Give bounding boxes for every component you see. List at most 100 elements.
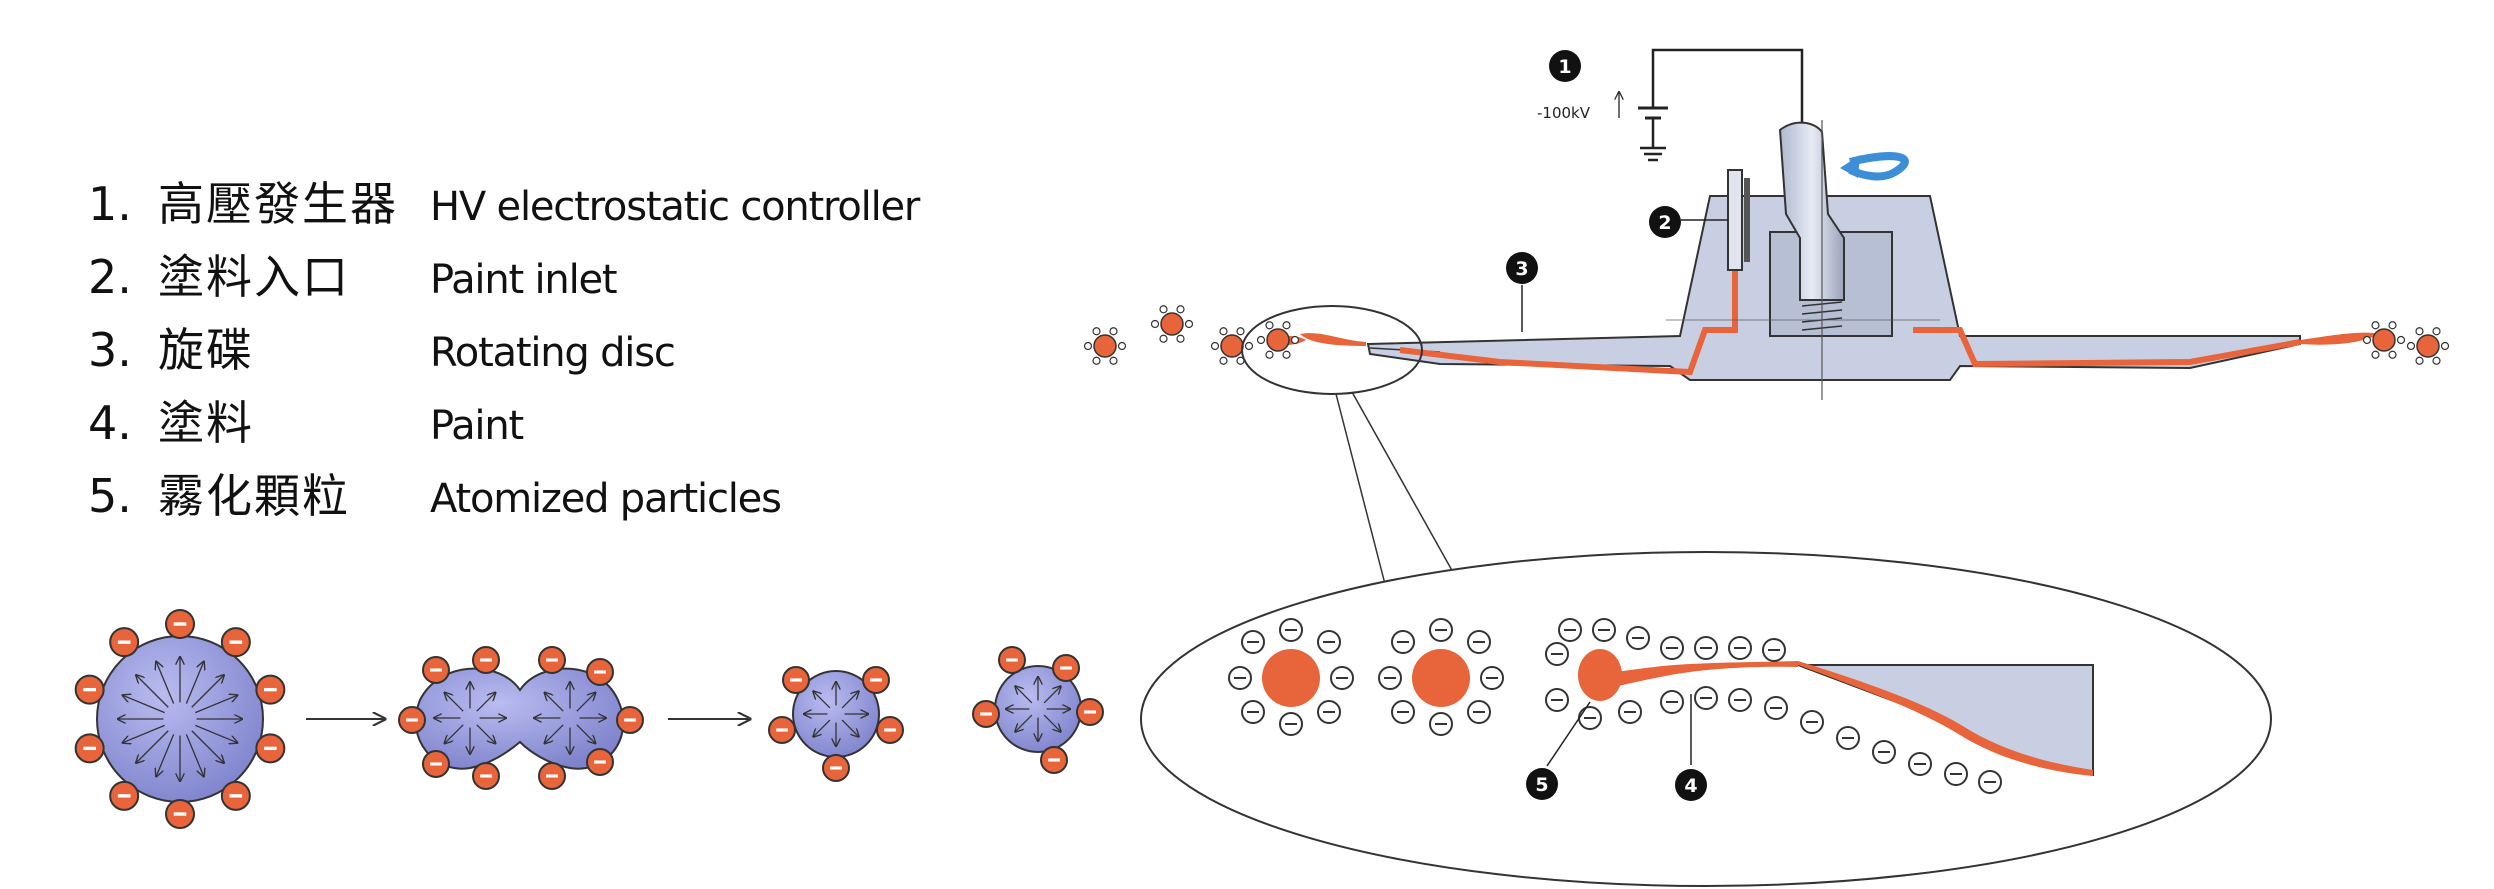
charge-bead: [472, 762, 500, 790]
hv-wire: [1651, 48, 1804, 130]
zoom-connector-right: [1351, 391, 1455, 575]
tiny-droplet: [1093, 334, 1117, 358]
force-arrow-icon: [195, 724, 237, 742]
tiny-ion: [1219, 356, 1228, 365]
charge-bead: [538, 646, 566, 674]
marker-3-label: 3: [1515, 258, 1528, 280]
force-arrow-icon: [191, 730, 224, 763]
tiny-ion: [1290, 335, 1300, 345]
legend-english-label: HV electrostatic controller: [430, 184, 920, 230]
charge-bead: [109, 627, 140, 658]
negative-ion: [1660, 636, 1684, 660]
force-arrow-icon: [841, 719, 859, 737]
force-arrow-icon: [1043, 714, 1061, 732]
negative-ion: [1694, 686, 1718, 710]
tiny-ion: [1109, 327, 1118, 336]
tiny-ion: [1117, 341, 1127, 351]
spindle: [1666, 120, 1940, 400]
negative-ion: [1467, 630, 1491, 654]
negative-ion: [1317, 630, 1341, 654]
tiny-ion: [1256, 335, 1266, 345]
force-arrow-icon: [122, 724, 165, 742]
negative-ion: [1241, 630, 1265, 654]
negative-ion: [1908, 752, 1932, 776]
marker-3-group: 3: [1506, 252, 1538, 332]
atomized-particle: [1412, 649, 1470, 707]
charge-bead: [822, 754, 850, 782]
negative-ion: [1872, 740, 1896, 764]
negative-ion: [1279, 712, 1303, 736]
charge-bead: [165, 799, 195, 829]
tiny-droplet: [2372, 328, 2396, 352]
charge-bead: [220, 780, 251, 811]
charge-bead: [220, 627, 251, 658]
negative-ion: [1764, 696, 1788, 720]
negative-ion: [1391, 700, 1415, 724]
tiny-ion: [2415, 356, 2424, 365]
tiny-ion: [2432, 327, 2441, 336]
legend-chinese-label: 霧化顆粒: [158, 469, 350, 523]
force-arrow-icon: [195, 695, 237, 714]
legend-english-label: Paint: [430, 403, 524, 449]
marker-4-label: 4: [1684, 775, 1697, 797]
negative-ion: [1944, 762, 1968, 786]
negative-ion: [1429, 712, 1453, 736]
negative-ion: [1279, 618, 1303, 642]
charge-bead: [422, 750, 450, 778]
paint-path: [1270, 262, 2380, 376]
tiny-ion: [1159, 305, 1168, 314]
force-arrow-icon: [445, 724, 464, 744]
atomized-particle: [1262, 649, 1320, 707]
force-arrow-icon: [576, 693, 596, 712]
legend-number: 2.: [88, 250, 132, 304]
paint-inlet: 2: [1649, 169, 1750, 271]
legend-chinese-label: 高壓發生器: [158, 177, 398, 231]
negative-ion: [1480, 666, 1504, 690]
negative-ion: [1545, 642, 1569, 666]
charge-bead: [255, 674, 286, 705]
force-arrow-icon: [1043, 686, 1061, 704]
tiny-ion: [2388, 321, 2397, 330]
marker-4: [1675, 769, 1707, 801]
force-arrow-icon: [445, 693, 464, 712]
negative-ion: [1728, 636, 1752, 660]
force-arrow-icon: [136, 675, 169, 708]
force-arrow-icon: [813, 691, 831, 709]
marker-5: [1526, 768, 1558, 800]
legend-item-4: 4. 塗料 Paint: [88, 387, 919, 460]
force-arrow-icon: [841, 691, 859, 709]
legend-item-3: 3. 旋碟 Rotating disc: [88, 314, 919, 387]
negative-ion: [1330, 666, 1354, 690]
tiny-ion: [2415, 327, 2424, 336]
tiny-ion: [1244, 341, 1254, 351]
charge-bead: [862, 666, 890, 694]
charge-bead: [538, 762, 566, 790]
droplet-sequence: [74, 609, 1104, 829]
negative-ion: [1545, 688, 1569, 712]
legend-number: 4.: [88, 396, 132, 450]
tiny-ion: [2388, 350, 2397, 359]
force-arrow-icon: [1015, 686, 1033, 704]
legend-english-label: Atomized particles: [430, 476, 782, 522]
charge-bead: [876, 716, 904, 744]
charge-bead: [1040, 746, 1068, 774]
legend-english-label: Paint inlet: [430, 257, 618, 303]
magnified-view: 5 4: [1140, 551, 2272, 887]
tiny-ion: [1176, 305, 1185, 314]
legend-english-label: Rotating disc: [430, 330, 676, 376]
tiny-ion: [1109, 356, 1118, 365]
legend-item-1: 1. 高壓發生器 HV electrostatic controller: [88, 168, 920, 241]
negative-ion: [1592, 618, 1616, 642]
negative-ion: [1728, 688, 1752, 712]
marker-5-label: 5: [1535, 774, 1548, 796]
legend-chinese-label: 塗料: [158, 396, 254, 450]
force-arrow-icon: [476, 724, 496, 744]
negative-ion: [1626, 626, 1650, 650]
marker-1-label: 1: [1558, 56, 1571, 78]
tiny-ion: [2406, 341, 2416, 351]
legend-chinese-label: 旋碟: [158, 323, 254, 377]
tiny-ion: [2396, 335, 2406, 345]
legend: 1. 高壓發生器 HV electrostatic controller 2. …: [88, 168, 920, 533]
tiny-ion: [1150, 319, 1160, 329]
marker-1: [1549, 50, 1581, 82]
